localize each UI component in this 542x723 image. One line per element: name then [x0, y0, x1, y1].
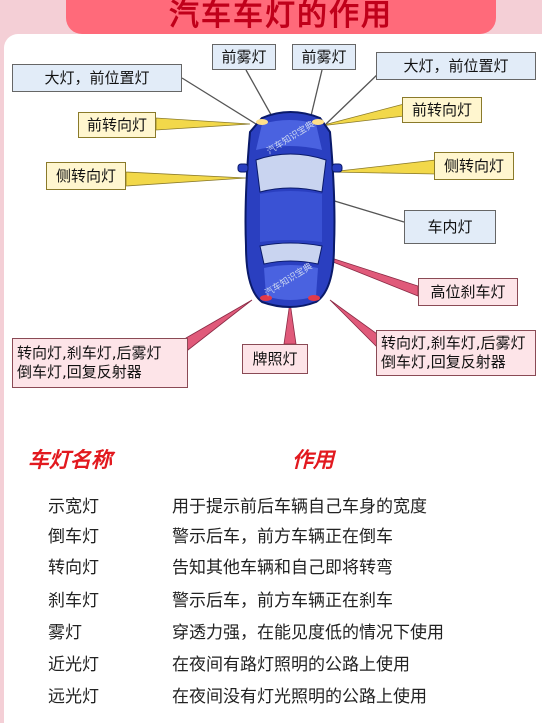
headlight-right-mark: [312, 119, 324, 125]
pointer-side-turn-right: [329, 159, 437, 175]
light-use: 用于提示前后车辆自己车身的宽度: [172, 497, 427, 517]
taillight-left-mark: [260, 295, 272, 301]
light-name: 转向灯: [48, 558, 99, 578]
leader-headlight-left: [181, 77, 257, 125]
light-name: 倒车灯: [48, 527, 99, 547]
pointer-rear-right: [329, 299, 381, 349]
car-hood-shine: [256, 120, 322, 150]
trunk: [264, 265, 318, 300]
pointer-rear-left: [185, 299, 253, 351]
label-front-fog-right: 前雾灯: [292, 44, 356, 70]
table-row: 远光灯 在夜间没有灯光照明的公路上使用: [0, 682, 542, 710]
light-name: 示宽灯: [48, 497, 99, 517]
light-name: 近光灯: [48, 655, 99, 675]
label-headlight-left: 大灯，前位置灯: [12, 64, 182, 92]
table-row: 转向灯 告知其他车辆和自己即将转弯: [0, 553, 542, 581]
label-side-turn-right: 侧转向灯: [434, 152, 514, 180]
windshield: [255, 153, 327, 193]
rear-left-line1: 转向灯,刹车灯,后雾灯: [17, 344, 162, 363]
roof: [260, 191, 322, 242]
light-use: 警示后车，前方车辆正在刹车: [172, 591, 393, 611]
table-row: 近光灯 在夜间有路灯照明的公路上使用: [0, 650, 542, 678]
pointer-plate: [283, 301, 297, 345]
pointer-front-turn-left: [155, 117, 251, 131]
car-top-view: 汽车知识宝典 汽车知识宝典: [237, 111, 343, 308]
label-interior: 车内灯: [404, 210, 496, 244]
table-header-use: 作用: [292, 448, 334, 472]
table-row: 雾灯 穿透力强，在能见度低的情况下使用: [0, 618, 542, 646]
light-use: 在夜间没有灯光照明的公路上使用: [172, 687, 427, 707]
leader-fog-right: [309, 69, 323, 121]
table-row: 示宽灯 用于提示前后车辆自己车身的宽度: [0, 492, 542, 520]
rear-left-line2: 倒车灯,回复反射器: [17, 363, 142, 381]
light-name: 雾灯: [48, 623, 82, 643]
light-name: 远光灯: [48, 687, 99, 707]
mirror-left: [237, 163, 249, 173]
headlight-left-mark: [256, 119, 268, 125]
light-name: 刹车灯: [48, 591, 99, 611]
rear-right-line1: 转向灯,刹车灯,后雾灯: [381, 334, 526, 353]
table-row: 刹车灯 警示后车，前方车辆正在刹车: [0, 586, 542, 614]
label-headlight-right: 大灯，前位置灯: [376, 52, 536, 80]
label-plate: 牌照灯: [242, 344, 308, 374]
table-row: 倒车灯 警示后车，前方车辆正在倒车: [0, 522, 542, 550]
table-header-name: 车灯名称: [28, 448, 112, 472]
label-front-turn-left: 前转向灯: [78, 112, 156, 138]
pointer-side-turn-left: [125, 171, 247, 187]
label-front-fog-left: 前雾灯: [212, 44, 276, 70]
label-front-turn-right: 前转向灯: [402, 97, 482, 123]
leader-fog-left: [245, 69, 275, 121]
label-rear-right: 转向灯,刹车灯,后雾灯 倒车灯,回复反射器: [376, 330, 536, 376]
label-side-turn-left: 侧转向灯: [46, 162, 126, 190]
label-high-brake: 高位刹车灯: [418, 278, 518, 306]
light-use: 在夜间有路灯照明的公路上使用: [172, 655, 410, 675]
light-use: 穿透力强，在能见度低的情况下使用: [172, 623, 444, 643]
leader-headlight-right: [325, 71, 381, 125]
taillight-right-mark: [308, 295, 320, 301]
light-use: 警示后车，前方车辆正在倒车: [172, 527, 393, 547]
light-use: 告知其他车辆和自己即将转弯: [172, 558, 393, 578]
rear-right-line2: 倒车灯,回复反射器: [381, 353, 506, 371]
poster-title: 汽车车灯的作用: [66, 0, 496, 34]
mirror-right: [331, 163, 343, 173]
rear-window: [259, 242, 323, 265]
pointer-front-turn-right: [319, 103, 405, 127]
label-rear-left: 转向灯,刹车灯,后雾灯 倒车灯,回复反射器: [12, 338, 188, 388]
